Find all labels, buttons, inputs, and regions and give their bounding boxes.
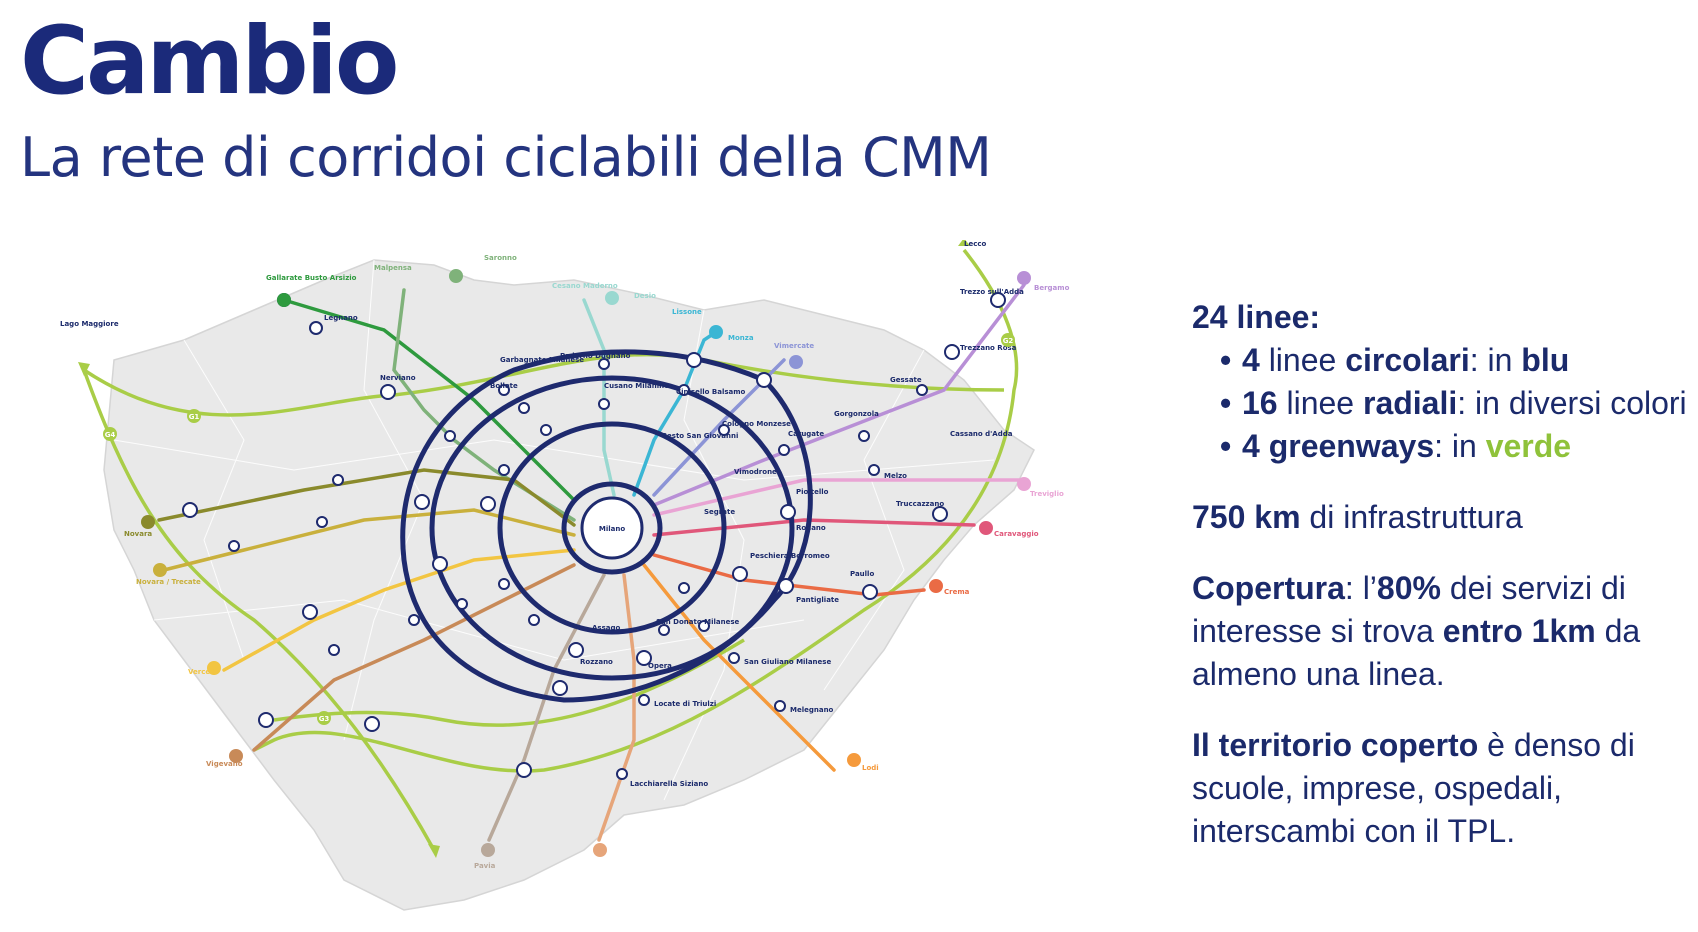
page-subtitle: La rete di corridoi ciclabili della CMM [20,126,992,189]
metropolitan-territory [103,259,1035,911]
stop-label: Rodano [796,524,826,532]
stop-label: Garbagnate Milanese [500,356,584,364]
endpoint-novara: Novara [124,530,152,538]
endpoint-malpensa: Malpensa [374,264,412,272]
stop-label: Assago [592,624,620,632]
greenway-label: G3 [319,715,330,723]
stop-label: Cusano Milanino [604,382,669,390]
endpoint-cesano: Cesano Maderno [552,282,618,290]
stop-label: Rozzano [580,658,613,666]
stop-label: Legnano [324,314,358,322]
infrastructure-length: 750 km di infrastruttura [1192,499,1523,535]
endpoint-gallarate: Gallarate Busto Arsizio [266,274,357,282]
stop-label: Opera [648,662,672,670]
center-label: Milano [599,525,625,533]
cycling-network-map: Milano [44,240,1164,932]
endpoint-monza: Monza [728,334,754,342]
stop-label: Bollate [490,382,518,390]
stop-label: Gorgonzola [834,410,879,418]
summary-panel: 24 linee: 4 linee circolari: in blu 16 l… [1192,296,1692,853]
stop-label: Truccazzano [896,500,944,508]
stop-label: Locate di Triulzi [654,700,716,708]
endpoint-desio: Desio [634,292,656,300]
endpoint-vimercate: Vimercate [774,342,814,350]
stop-label: Pantigliate [796,596,839,604]
coverage-text: Copertura: l’80% dei servizi di interess… [1192,570,1641,692]
endpoint-crema: Crema [944,588,970,596]
stop-label: Cologno Monzese [722,420,791,428]
greenway-label: G1 [189,413,200,421]
stop-label: Peschiera Borromeo [750,552,830,560]
stop-label: Melzo [884,472,907,480]
stop-label: Pioltello [796,488,829,496]
stop-label: Nerviano [380,374,416,382]
stop-label: Paderno Dugnano [560,352,631,360]
stop-label: Melegnano [790,706,834,714]
list-item: 4 linee circolari: in blu [1220,339,1692,382]
stop-label: San Donato Milanese [656,618,739,626]
lines-count: 24 linee: [1192,299,1321,335]
endpoint-lecco: Lecco [964,240,987,248]
endpoint-treviglio: Treviglio [1030,490,1064,498]
endpoint-pavia: Pavia [474,862,496,870]
endpoint-lago-maggiore: Lago Maggiore [60,320,119,328]
stop-label: Cinisello Balsamo [676,388,746,396]
stop-label: Cassano d'Adda [950,430,1013,438]
stop-label: Trezzano Rosa [960,344,1017,352]
territory-text: Il territorio coperto è denso di scuole,… [1192,727,1635,849]
stop-label: Vimodrone [734,468,777,476]
endpoint-vigevano: Vigevano [206,760,243,768]
endpoint-caravaggio: Caravaggio [994,530,1039,538]
page-title: Cambio [20,7,399,116]
stop-label: Gessate [890,376,922,384]
list-item: 4 greenways: in verde [1220,425,1692,468]
lines-list: 4 linee circolari: in blu 16 linee radia… [1192,339,1692,468]
endpoint-novara-trecate: Novara / Trecate [136,578,201,586]
endpoint-badges [141,269,1031,857]
stop-label: Trezzo sull'Adda [960,288,1024,296]
stop-label: Sesto San Giovanni [662,432,738,440]
list-item: 16 linee radiali: in diversi colori [1220,382,1692,425]
endpoint-lodi: Lodi [862,764,879,772]
stop-label: Lacchiarella Siziano [630,780,708,788]
stop-label: Segrate [704,508,735,516]
endpoint-vercelli: Vercelli [188,668,217,676]
endpoint-bergamo: Bergamo [1034,284,1070,292]
endpoint-lissone: Lissone [672,308,702,316]
stop-label: San Giuliano Milanese [744,658,831,666]
endpoint-saronno: Saronno [484,254,517,262]
greenway-label: G2 [1003,337,1014,345]
greenway-label: G4 [105,431,116,439]
stop-label: Carugate [788,430,824,438]
stop-label: Paullo [850,570,874,578]
